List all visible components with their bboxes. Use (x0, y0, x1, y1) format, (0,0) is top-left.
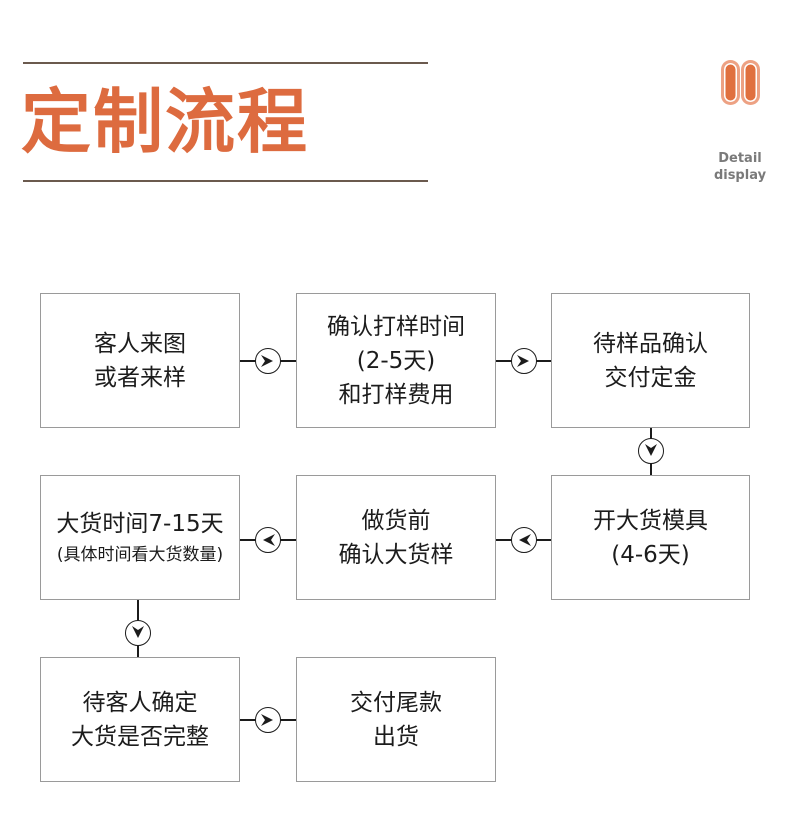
flow-node-n4[interactable]: 大货时间7-15天 (具体时间看大货数量) (40, 475, 240, 600)
arrow-down-icon-n3-n6 (638, 438, 664, 464)
flow-node-n4-line2: (具体时间看大货数量) (56, 544, 224, 565)
flow-node-n5-line2: 确认大货样 (338, 541, 454, 568)
header-rule-bottom (23, 180, 428, 182)
arrow-right-icon-n7-n8 (255, 707, 281, 733)
flow-node-n7-line2: 大货是否完整 (71, 723, 209, 750)
flow-node-n8-line1: 交付尾款 (350, 689, 442, 716)
detail-display-line2: display (713, 168, 767, 183)
arrow-right-icon-n1-n2 (255, 348, 281, 374)
detail-display-badge: Detail display (700, 58, 780, 184)
arrow-right-icon-n2-n3 (511, 348, 537, 374)
page-title: 定制流程 (21, 81, 309, 163)
flow-node-n5[interactable]: 做货前 确认大货样 (296, 475, 496, 600)
flow-node-n8-line2: 出货 (373, 723, 419, 750)
detail-display-label: Detail display (700, 150, 780, 184)
arrow-left-icon-n6-n5 (511, 527, 537, 553)
flow-node-n2[interactable]: 确认打样时间 (2-5天) 和打样费用 (296, 293, 496, 428)
flow-node-n7-line1: 待客人确定 (82, 689, 198, 716)
flow-node-n1-line1: 客人来图 (94, 330, 186, 357)
header-rule-top (23, 62, 428, 64)
flow-node-n3-line2: 交付定金 (604, 364, 697, 391)
detail-display-line1: Detail (718, 151, 762, 166)
flow-node-n6-line2: (4-6天) (611, 541, 690, 568)
flow-node-n2-line1: 确认打样时间 (327, 313, 465, 340)
pill-left-icon (723, 62, 737, 102)
pill-pair-icon (700, 58, 780, 106)
flow-node-n1[interactable]: 客人来图 或者来样 (40, 293, 240, 428)
flow-node-n4-line1: 大货时间7-15天 (56, 510, 224, 537)
flow-node-n3[interactable]: 待样品确认 交付定金 (551, 293, 750, 428)
pill-right-icon (743, 62, 757, 102)
arrow-down-icon-n4-n7 (125, 620, 151, 646)
flow-node-n2-line2: (2-5天) (356, 347, 436, 374)
flow-node-n6[interactable]: 开大货模具 (4-6天) (551, 475, 750, 600)
flow-node-n8[interactable]: 交付尾款 出货 (296, 657, 496, 782)
flow-node-n6-line1: 开大货模具 (593, 507, 708, 534)
flow-node-n1-line2: 或者来样 (94, 364, 186, 391)
flow-node-n5-line1: 做货前 (361, 507, 431, 534)
flow-node-n3-line1: 待样品确认 (593, 330, 708, 357)
arrow-left-icon-n5-n4 (255, 527, 281, 553)
flow-node-n7[interactable]: 待客人确定 大货是否完整 (40, 657, 240, 782)
flow-node-n2-line3: 和打样费用 (338, 381, 454, 408)
